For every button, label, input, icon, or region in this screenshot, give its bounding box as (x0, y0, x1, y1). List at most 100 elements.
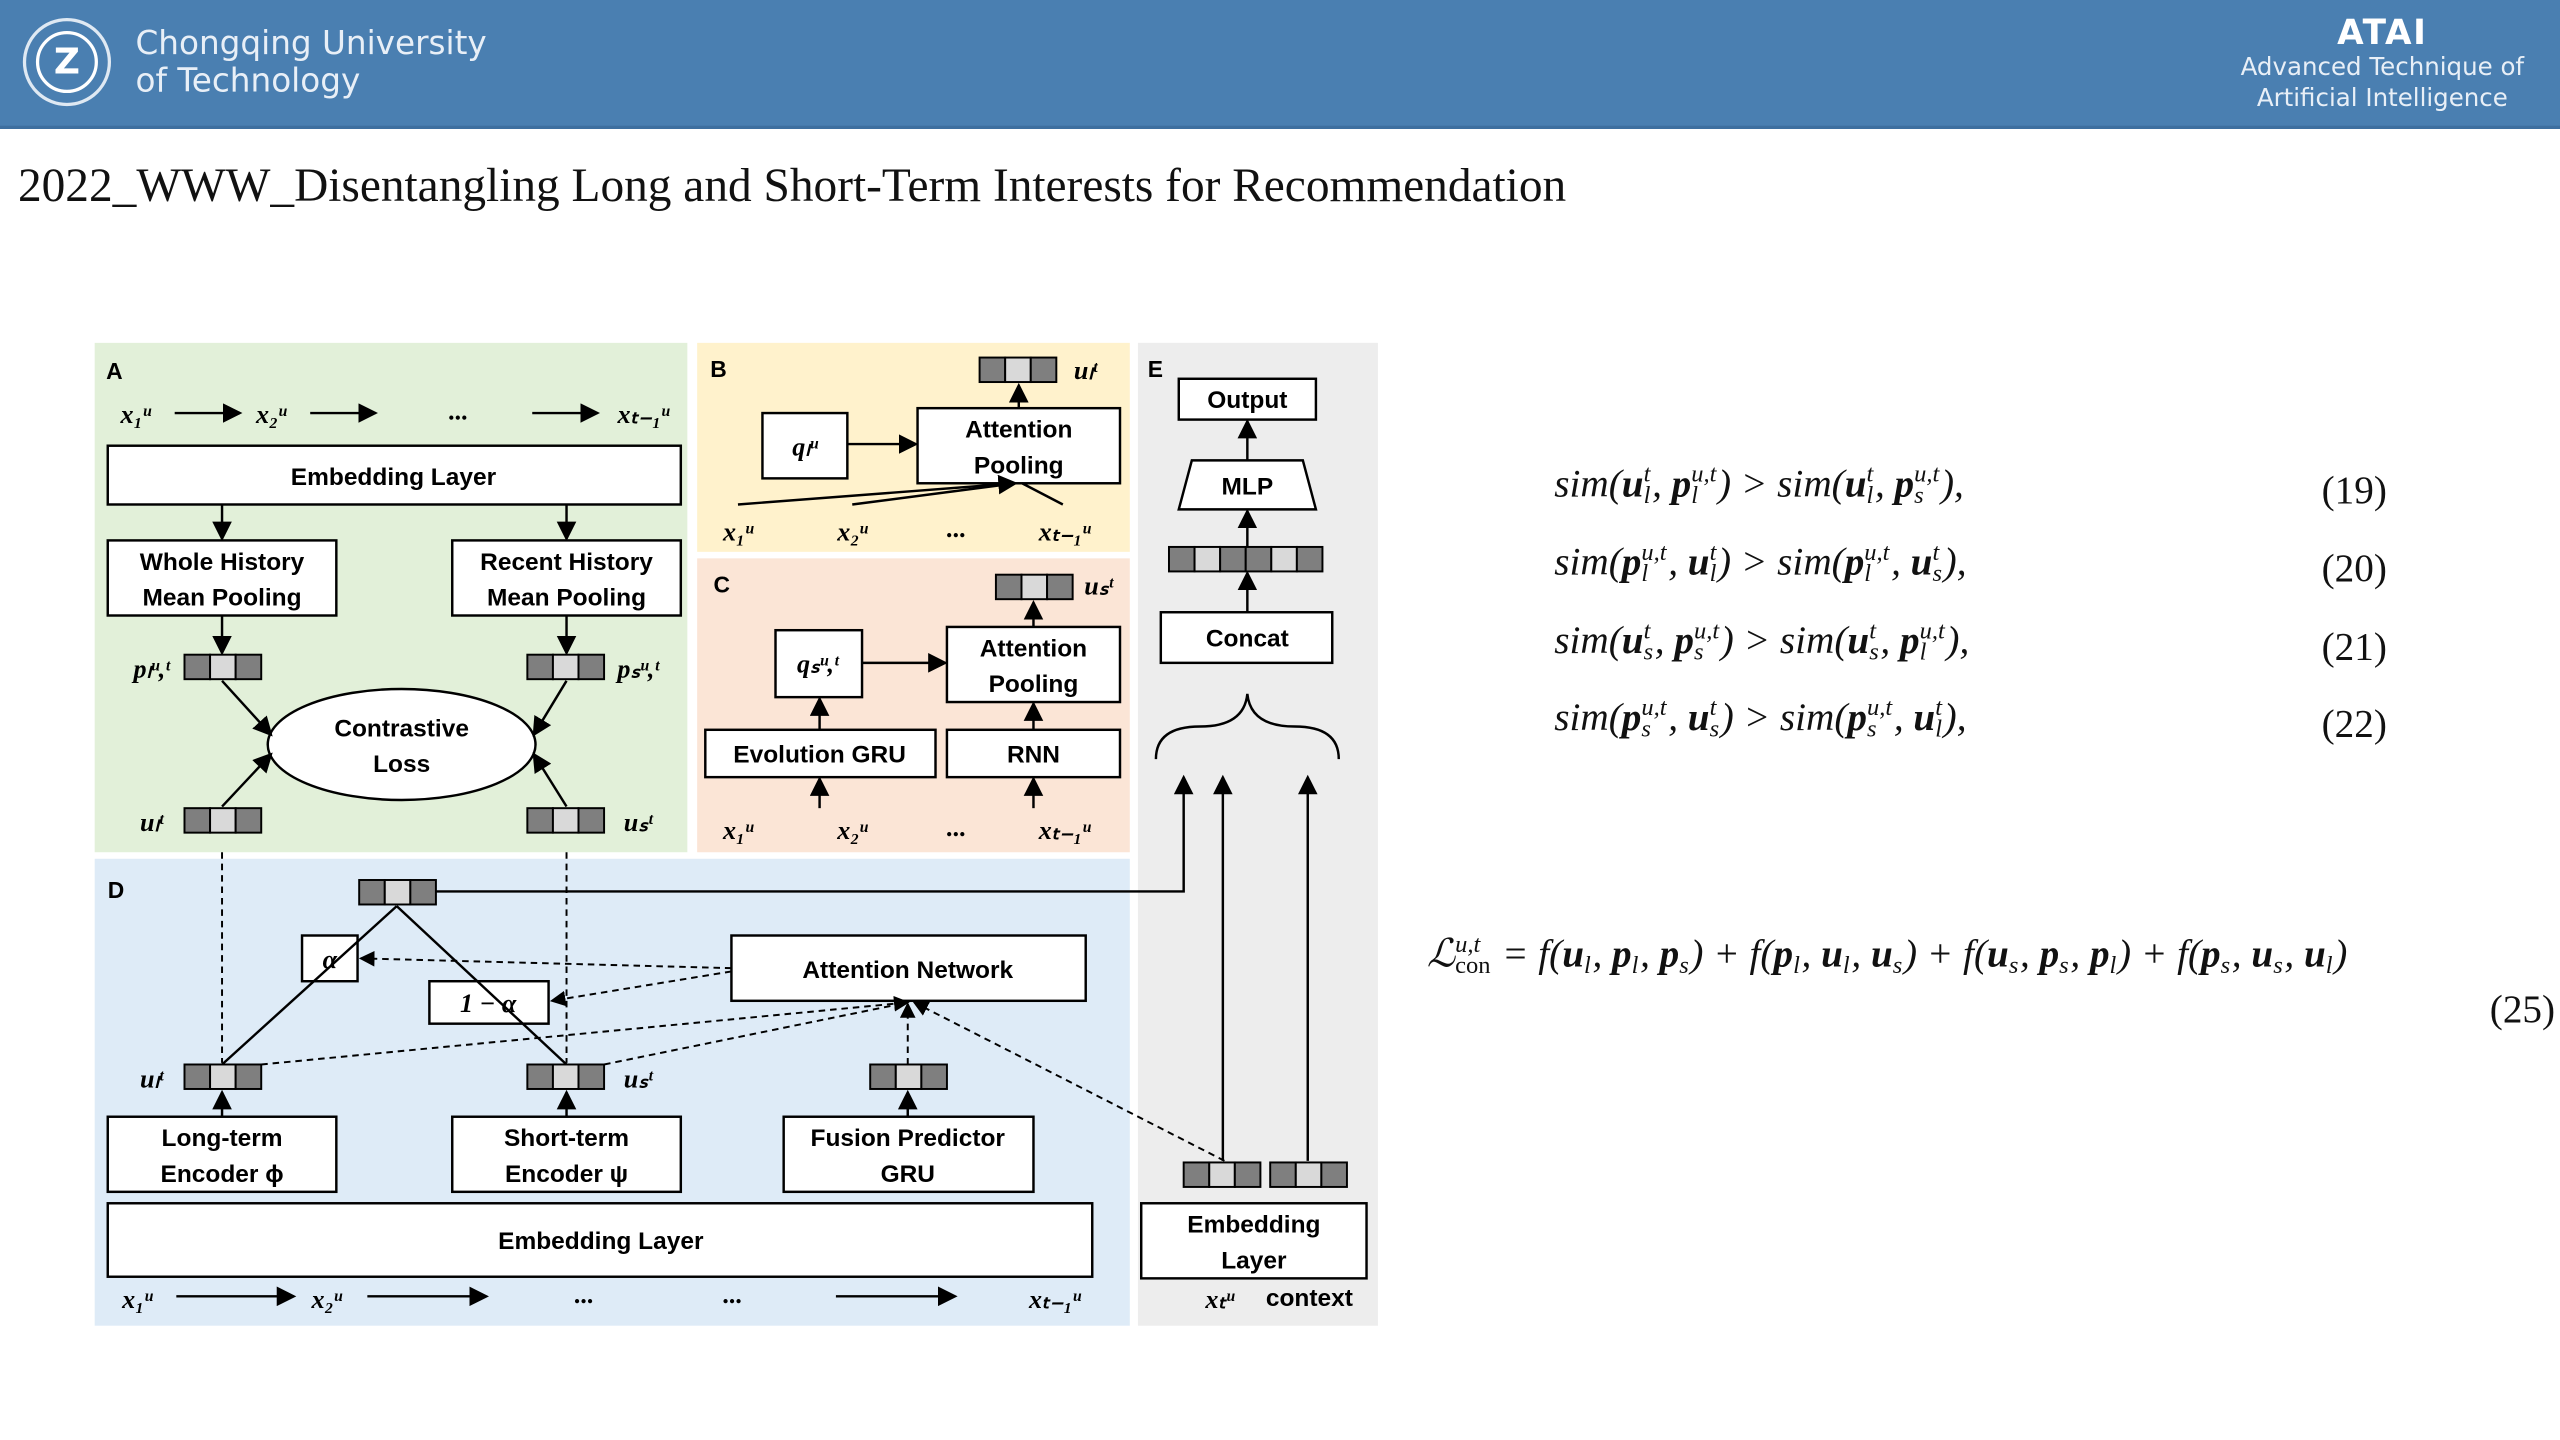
university-seal-icon: Z (22, 17, 112, 107)
equation-number: (20) (2321, 548, 2387, 592)
embedding-vector (526, 1063, 606, 1090)
math-label: uₗᵗ (1074, 356, 1099, 385)
context-label: context (1266, 1285, 1353, 1312)
box-label: Attention (965, 417, 1072, 444)
query-box (774, 628, 864, 699)
seq-item: ... (723, 1280, 743, 1309)
embedding-vector (994, 573, 1074, 601)
math-label: uₛᵗ (1084, 571, 1114, 600)
vector-cell (1004, 356, 1032, 384)
vector-cell (1167, 545, 1196, 573)
math-label: qₛᵘ,ᵗ (797, 650, 840, 679)
dashed-link (912, 1001, 1225, 1162)
embedding-vector (183, 653, 263, 681)
embedding-vector (183, 807, 263, 834)
math-label: pₛᵘ,ᵗ (615, 655, 660, 684)
vector-cell (1208, 1161, 1236, 1188)
equation-number: (25) (2489, 989, 2556, 1032)
seq-item: x₂ᵘ (836, 517, 868, 546)
vector-cell (383, 879, 412, 906)
evolution-gru-box (704, 728, 937, 779)
slide-title: 2022_WWW_Disentangling Long and Short-Te… (17, 159, 1567, 213)
math-label: uₗᵗ (140, 1064, 165, 1093)
box-label: Layer (1221, 1248, 1287, 1275)
query-box (761, 411, 849, 480)
embedding-vector (1269, 1161, 1348, 1188)
panel-c-label: C (713, 572, 729, 598)
embedding-vector (358, 879, 437, 906)
vector-cell (234, 653, 263, 681)
seq-item: xₜ₋₁ᵘ (617, 400, 671, 429)
arrow (852, 482, 1016, 506)
mlp-box (1177, 459, 1318, 511)
vector-cell (1219, 545, 1247, 573)
panel-c (697, 558, 1130, 853)
vector-cell (551, 653, 580, 681)
math-label: α (323, 945, 338, 974)
vector-cell (358, 879, 386, 906)
box-label: Long-term (162, 1125, 283, 1152)
arrow (532, 680, 568, 737)
embedding-vector (1167, 545, 1324, 573)
short-term-encoder-box (451, 1115, 683, 1194)
vector-cell (894, 1063, 923, 1090)
seq-item: x₂ᵘ (255, 400, 287, 429)
embedding-layer-label: Embedding Layer (498, 1228, 704, 1255)
long-term-encoder-box (106, 1115, 338, 1194)
seq-item: x₁ᵘ (722, 816, 754, 845)
panel-d-label: D (108, 877, 125, 903)
embedding-vector (526, 807, 606, 834)
vector-cell (1029, 356, 1058, 384)
math-label: uₗᵗ (140, 808, 165, 837)
dashed-link (603, 1001, 908, 1066)
attention-network-box (730, 934, 1087, 1003)
vector-cell (183, 1063, 212, 1090)
vector-cell (1233, 1161, 1262, 1188)
vector-cell (209, 807, 237, 834)
box-label: Concat (1206, 626, 1289, 653)
vector-cell (183, 653, 212, 681)
box-label: MLP (1222, 474, 1274, 501)
vector-cell (551, 1063, 580, 1090)
vector-cell (409, 879, 437, 906)
box-label: Contrastive (334, 715, 469, 742)
box-label: RNN (1007, 741, 1060, 768)
vector-cell (1244, 545, 1273, 573)
arrow (737, 474, 1018, 506)
alpha-box (300, 934, 359, 983)
math-label: uₛᵗ (624, 808, 654, 837)
embedding-vector (1182, 1161, 1262, 1188)
box-label: GRU (881, 1161, 935, 1188)
arrow (532, 752, 568, 808)
box-label: Short-term (504, 1125, 629, 1152)
box-label: Loss (373, 751, 430, 778)
seq-item: x₁ᵘ (722, 517, 754, 546)
math-label: xₜᵘ (1204, 1285, 1235, 1314)
seq-item: x₁ᵘ (120, 400, 152, 429)
box-label: Mean Pooling (143, 585, 302, 612)
vector-cell (1320, 1161, 1348, 1188)
seq-item: xₜ₋₁ᵘ (1038, 816, 1092, 845)
arrow (221, 905, 398, 1066)
vector-cell (551, 807, 580, 834)
vector-cell (1294, 1161, 1323, 1188)
vector-cell (183, 807, 212, 834)
seq-item: x₂ᵘ (836, 816, 868, 845)
vector-cell (526, 1063, 554, 1090)
seq-item: ... (947, 813, 967, 842)
seq-item: x₂ᵘ (311, 1285, 343, 1314)
embedding-vector (869, 1063, 948, 1090)
arrow (435, 774, 1194, 893)
embedding-layer-box (1139, 1202, 1368, 1280)
vector-cell (234, 1063, 263, 1090)
dashed-link (261, 995, 910, 1066)
brace (1154, 693, 1340, 760)
embedding-vector (978, 356, 1058, 384)
vector-cell (577, 1063, 606, 1090)
vector-cell (526, 653, 554, 681)
math-label: pₗᵘ,ᵗ (132, 655, 172, 684)
box-label: Encoder ϕ (161, 1161, 284, 1188)
vector-cell (1020, 573, 1049, 601)
